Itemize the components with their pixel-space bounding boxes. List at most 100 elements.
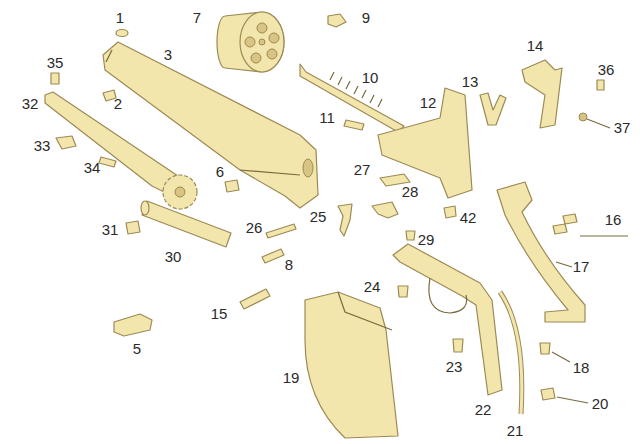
- callout-number: 6: [216, 164, 224, 180]
- callout-number: 33: [34, 138, 51, 154]
- callout-number: 16: [605, 212, 622, 228]
- part-outline: [45, 92, 178, 196]
- small-part: [56, 136, 76, 149]
- trigger-guard: [393, 244, 502, 395]
- mainspring: [500, 292, 522, 414]
- callout-number: 29: [418, 232, 435, 248]
- part-outline: [103, 42, 318, 208]
- trigger: [338, 204, 352, 236]
- leader-line: [557, 397, 588, 403]
- part-outline: [240, 170, 300, 175]
- part-outline: [305, 292, 398, 438]
- screw: [262, 249, 284, 263]
- callout-number: 30: [165, 249, 182, 265]
- part-outline: [142, 201, 231, 247]
- screw: [398, 286, 408, 297]
- leader-line: [556, 262, 572, 267]
- mainspring: [500, 292, 522, 414]
- callout-number: 26: [246, 220, 263, 236]
- small-part: [328, 14, 346, 27]
- callout-number: 21: [507, 423, 524, 439]
- callout-number: 20: [592, 396, 609, 412]
- hand: [480, 93, 506, 125]
- screw: [541, 388, 555, 400]
- screw: [563, 214, 577, 224]
- callout-number: 7: [193, 10, 201, 26]
- part-outline: [245, 37, 255, 47]
- callout-number: 24: [364, 279, 381, 295]
- part-outline: [240, 12, 284, 72]
- callout-number: 37: [614, 120, 631, 136]
- part-outline: [267, 49, 277, 59]
- callout-number: 11: [319, 110, 335, 126]
- part-outline: [106, 50, 112, 62]
- callout-number: 10: [362, 70, 379, 86]
- callout-number: 3: [164, 47, 172, 63]
- pin: [266, 224, 296, 238]
- callout-number: 18: [573, 360, 590, 376]
- screw: [579, 113, 587, 121]
- callout-number: 14: [527, 38, 544, 54]
- part-outline: [338, 292, 392, 330]
- screw: [540, 343, 550, 354]
- callout-number: 8: [285, 257, 293, 273]
- screw: [406, 231, 415, 240]
- callout-number: 34: [84, 160, 101, 176]
- callout-number: 13: [462, 74, 479, 90]
- part-outline: [257, 23, 267, 33]
- part-outline: [259, 39, 265, 45]
- loading-lever: [45, 92, 197, 209]
- callout-number: 27: [354, 162, 371, 178]
- backstrap: [497, 182, 585, 322]
- part-outline: [175, 187, 185, 197]
- pin: [344, 120, 364, 130]
- screw: [240, 289, 270, 309]
- cylinder: [217, 12, 284, 72]
- callout-number: 9: [362, 10, 370, 26]
- callout-number: 19: [283, 370, 300, 386]
- arbor-spring: [300, 64, 404, 132]
- screw: [553, 224, 567, 234]
- leader-line: [587, 119, 610, 128]
- screw: [126, 221, 140, 234]
- part-outline: [217, 12, 284, 72]
- wedge: [114, 314, 152, 336]
- part-outline: [300, 64, 404, 132]
- leader-line: [552, 352, 570, 362]
- callout-number: 5: [133, 341, 141, 357]
- callout-number: 25: [310, 209, 327, 225]
- callout-number: 35: [47, 55, 64, 71]
- callout-number: 36: [598, 62, 615, 78]
- barrel-frame: [103, 42, 318, 208]
- callout-number: 31: [102, 222, 119, 238]
- part-outline: [163, 175, 197, 209]
- callout-number: 23: [446, 359, 463, 375]
- pin: [51, 73, 59, 84]
- callout-number: 1: [116, 10, 124, 26]
- callout-number: 28: [402, 184, 419, 200]
- callout-number: 32: [22, 96, 39, 112]
- part-outline: [429, 278, 467, 313]
- small-part: [116, 30, 128, 37]
- part-outline: [141, 201, 149, 215]
- hammer-block: [378, 88, 472, 198]
- callout-number: 42: [460, 210, 477, 226]
- callout-number: 15: [211, 306, 228, 322]
- cylinder-pin: [141, 201, 231, 247]
- small-part: [372, 202, 398, 218]
- pin: [597, 80, 604, 90]
- callout-number: 17: [573, 259, 590, 275]
- small-part: [444, 206, 456, 218]
- part-outline: [303, 159, 313, 177]
- small-part: [225, 180, 239, 192]
- callout-number: 2: [114, 96, 122, 112]
- leader-line: [580, 235, 628, 236]
- callout-number: 12: [420, 95, 437, 111]
- part-outline: [269, 33, 279, 43]
- grip: [305, 292, 398, 438]
- screw: [453, 339, 463, 352]
- part-outline: [251, 53, 261, 63]
- callout-number: 22: [475, 402, 492, 418]
